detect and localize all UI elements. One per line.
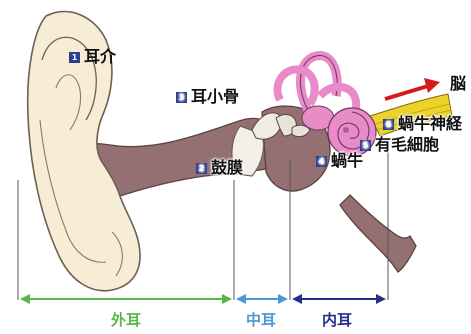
label-number-badge: 4 <box>316 156 327 167</box>
brain-arrow-head <box>424 78 440 93</box>
section-label-inner-ear: 内耳 <box>322 313 352 328</box>
label-ossicles: 3 耳小骨 <box>176 89 239 105</box>
inner-ear-bracket-left <box>292 294 302 304</box>
label-text: 蝸牛神経 <box>398 116 462 132</box>
label-number-badge: 1 <box>69 52 80 63</box>
label-number-badge: 6 <box>383 119 394 130</box>
label-brain: 脳 <box>450 76 466 92</box>
semicircular-canal <box>300 56 337 110</box>
label-text: 耳介 <box>84 49 116 65</box>
label-text: 有毛細胞 <box>375 137 439 153</box>
section-label-outer-ear: 外耳 <box>111 313 141 328</box>
outer-ear-bracket-left <box>20 294 30 304</box>
outer-ear-bracket-right <box>222 294 232 304</box>
middle-ear-bracket-right <box>278 294 288 304</box>
label-text: 蝸牛 <box>331 153 363 169</box>
hair-cell-marker <box>343 127 349 133</box>
label-hair-cells: 5 有毛細胞 <box>360 137 439 153</box>
inner-ear-bracket-right <box>376 294 386 304</box>
eustachian-tube <box>340 195 416 272</box>
section-label-middle-ear: 中耳 <box>246 313 276 328</box>
label-eardrum: 2 鼓膜 <box>196 160 243 176</box>
label-number-badge: 3 <box>176 92 187 103</box>
label-text: 耳小骨 <box>191 89 239 105</box>
label-number-badge: 5 <box>360 140 371 151</box>
label-cochlear-nerve: 6 蝸牛神経 <box>383 116 462 132</box>
label-cochlea: 4 蝸牛 <box>316 153 363 169</box>
brain-arrow-shaft <box>385 86 428 99</box>
label-text: 脳 <box>450 76 466 92</box>
label-auricle: 1 耳介 <box>69 49 116 65</box>
label-text: 鼓膜 <box>211 160 243 176</box>
middle-ear-bracket-left <box>236 294 246 304</box>
label-number-badge: 2 <box>196 163 207 174</box>
